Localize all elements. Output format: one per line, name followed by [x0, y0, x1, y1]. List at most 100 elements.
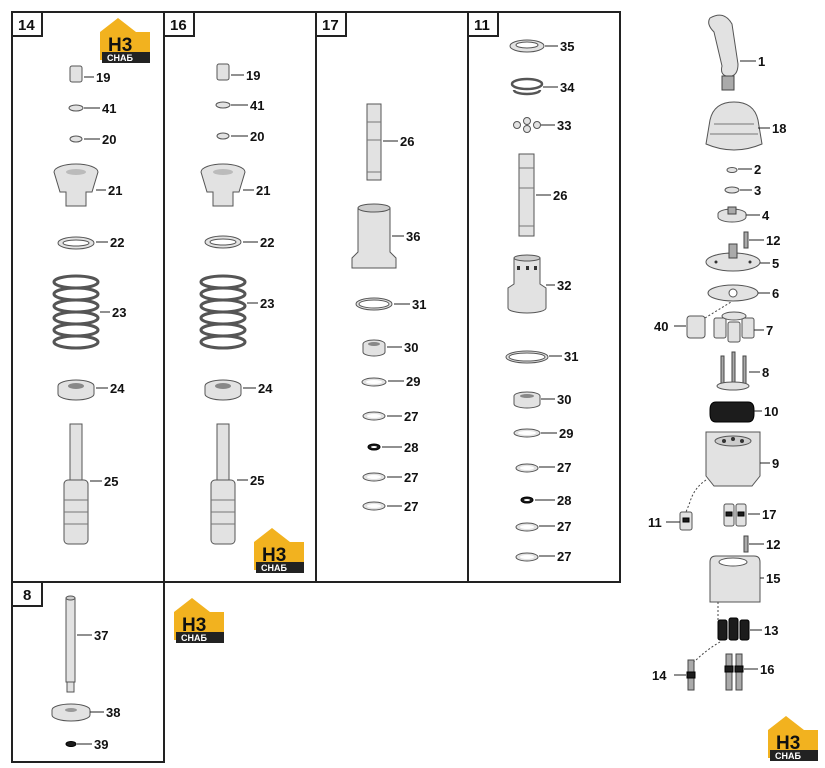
callout-17-31: 31: [412, 297, 426, 312]
svg-text:H3: H3: [108, 35, 132, 56]
callout-6: 6: [772, 286, 779, 301]
callout-17-26: 26: [400, 134, 414, 149]
callout-11-28: 28: [557, 493, 571, 508]
callout-3: 3: [754, 183, 761, 198]
panel-14-parts: [52, 65, 100, 545]
callout-2: 2: [754, 162, 761, 177]
callout-5: 5: [772, 256, 779, 271]
callout-7: 7: [766, 323, 773, 338]
callout-11-27c: 27: [557, 549, 571, 564]
bolt-19: [216, 63, 230, 81]
spring-clip-34: [510, 77, 544, 96]
washer-3: [724, 186, 740, 194]
screw-12a: [743, 231, 749, 249]
svg-text:СНАБ: СНАБ: [107, 53, 133, 63]
clip-10: [709, 401, 755, 423]
callout-8-37: 37: [94, 628, 108, 643]
callout-16-20: 20: [250, 129, 264, 144]
washer-41: [215, 101, 231, 109]
callout-40: 40: [654, 319, 668, 334]
spool-14: [686, 659, 696, 691]
logo-4: H3 СНАБ: [768, 716, 818, 761]
spools-16: [724, 653, 744, 691]
panel-label-17: 17: [322, 17, 339, 34]
screw-12b: [743, 535, 749, 553]
panel-label-11: 11: [474, 17, 490, 34]
retainer-24: [57, 379, 95, 401]
callout-17-28: 28: [404, 440, 418, 455]
panel-11-callouts: 35 34 33 26 32 31 30 29 27 28 27 27: [535, 39, 578, 564]
callout-11-35: 35: [560, 39, 574, 54]
callout-11-34: 34: [560, 80, 575, 95]
panel-17-callouts: 26 36 31 30 29 27 28 27 27: [382, 134, 426, 514]
callout-17-27a: 27: [404, 409, 418, 424]
panel-label-16: 16: [170, 17, 187, 34]
callout-17-27b: 27: [404, 470, 418, 485]
retainer-24: [204, 379, 242, 401]
pusher-block-7: [713, 311, 755, 343]
callout-11-32: 32: [557, 278, 571, 293]
callout-16: 16: [760, 662, 774, 677]
balls-33: [513, 117, 541, 133]
callout-14-20: 20: [102, 132, 116, 147]
callout-8-39: 39: [94, 737, 108, 752]
callout-8: 8: [762, 365, 769, 380]
callout-12a: 12: [766, 233, 780, 248]
callout-11-33: 33: [557, 118, 571, 133]
callout-16-41: 41: [250, 98, 264, 113]
assembly-parts: [679, 14, 763, 691]
spring-23: [199, 274, 247, 350]
panel-14-callouts: 19 41 20 21 22 23 24 25: [84, 70, 126, 489]
plunger-26: [366, 103, 382, 181]
callout-11-30: 30: [557, 392, 571, 407]
callout-18: 18: [772, 121, 786, 136]
springs-13: [717, 617, 750, 641]
panel-11-frame: [467, 11, 621, 583]
svg-text:H3: H3: [262, 545, 286, 566]
callout-1: 1: [758, 54, 765, 69]
panel-8-callouts: 37 38 39: [77, 628, 120, 752]
logo-2: H3 СНАБ: [254, 528, 304, 573]
seat-21: [53, 163, 99, 207]
svg-text:СНАБ: СНАБ: [775, 751, 801, 761]
panel-8-parts: [51, 595, 91, 747]
washer-20: [216, 132, 230, 140]
body-15: [709, 555, 761, 603]
handle-1: [708, 14, 739, 77]
callout-11-29: 29: [559, 426, 573, 441]
callout-17-36: 36: [406, 229, 420, 244]
panel-16-callouts: 19 41 20 21 22 23 24 25: [231, 68, 274, 488]
callout-14-19: 19: [96, 70, 110, 85]
seat-21: [200, 163, 246, 207]
callout-14-24: 24: [110, 381, 125, 396]
guide-36: [351, 207, 397, 269]
svg-text:H3: H3: [776, 733, 800, 754]
spring-23: [52, 274, 100, 350]
callout-4: 4: [762, 208, 770, 223]
callout-14-23: 23: [112, 305, 126, 320]
callout-9: 9: [772, 456, 779, 471]
panel-8-frame: [11, 581, 165, 763]
panel-label-8: 8: [23, 587, 31, 604]
housing-9: [705, 431, 761, 487]
washer-2: [726, 167, 738, 173]
bolt-19: [69, 65, 83, 83]
callout-14-41: 41: [102, 101, 116, 116]
logo-1: H3 СНАБ: [100, 18, 150, 63]
disc-4: [717, 208, 747, 223]
rod-tip-37: [66, 681, 75, 693]
plate-38: [51, 703, 91, 722]
svg-text:СНАБ: СНАБ: [261, 563, 287, 573]
plunger-26: [518, 153, 535, 237]
handle-stem-1: [721, 75, 735, 91]
panel-frames: [11, 11, 621, 763]
callout-11: 11: [648, 515, 662, 530]
svg-text:СНАБ: СНАБ: [181, 633, 207, 643]
panel-tabs: 14 16 17 11 8: [11, 11, 499, 607]
callout-17: 17: [762, 507, 776, 522]
panel-17-frame: [315, 11, 469, 583]
spool-rod-25: [216, 423, 230, 483]
plug-40: [686, 315, 706, 339]
callout-14: 14: [652, 668, 667, 683]
